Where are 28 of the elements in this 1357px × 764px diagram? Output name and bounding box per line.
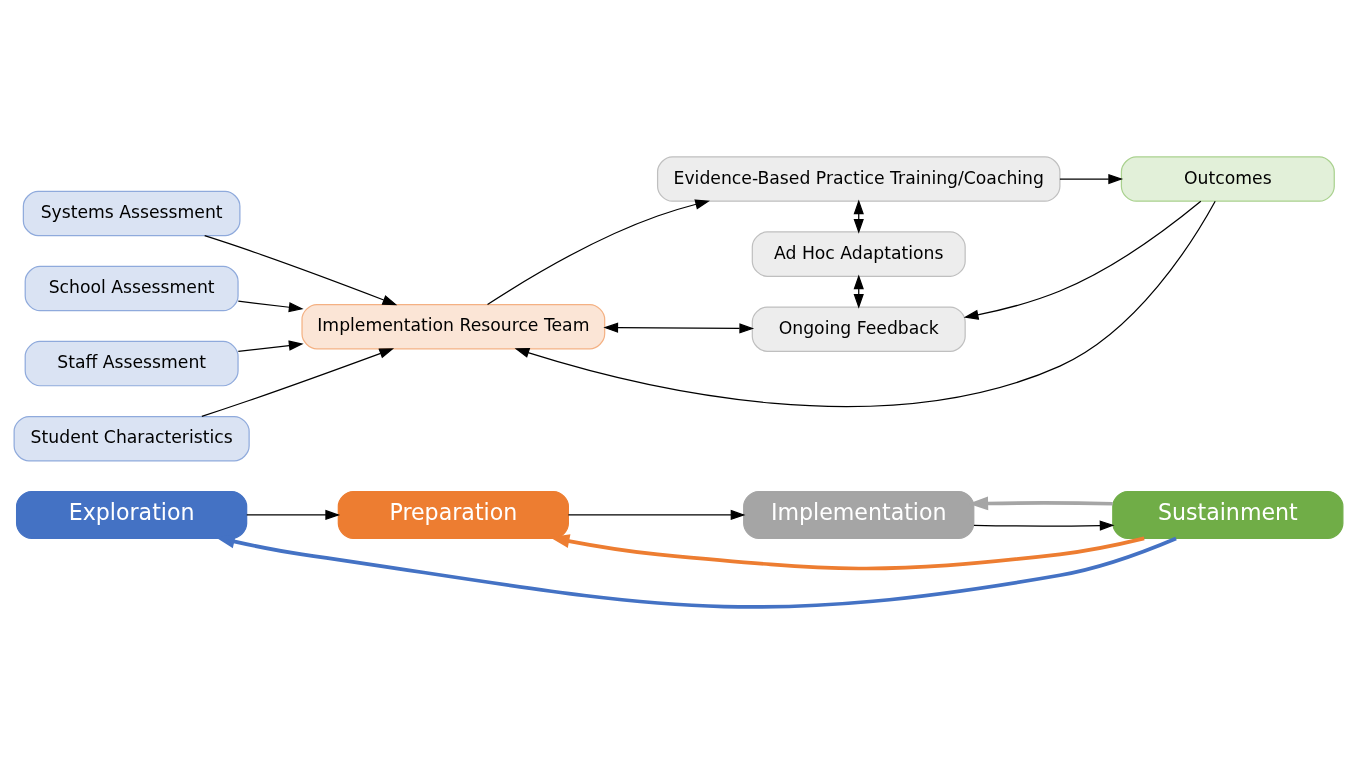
arrow	[215, 534, 1177, 609]
arrow	[853, 199, 864, 234]
arrow	[567, 509, 746, 521]
node-box: Implementation	[743, 490, 975, 539]
node-box: Ad Hoc Adaptations	[751, 231, 966, 277]
arrow	[853, 274, 864, 309]
arrow	[1059, 173, 1124, 185]
node-box: Implementation Resource Team	[301, 303, 606, 350]
node-box: Exploration	[15, 490, 248, 539]
node-box: School Assessment	[24, 265, 239, 312]
node-box: Evidence-Based Practice Training/Coaching	[656, 156, 1061, 202]
node-box: Systems Assessment	[22, 190, 241, 237]
node-box: Preparation	[337, 490, 569, 539]
node-box: Staff Assessment	[24, 340, 239, 387]
node-box: Outcomes	[1120, 156, 1335, 202]
node-box: Sustainment	[1112, 490, 1344, 539]
arrow	[963, 200, 1202, 320]
arrow	[486, 199, 710, 306]
arrow	[603, 322, 755, 334]
node-box: Student Characteristics	[13, 415, 250, 462]
node-box: Ongoing Feedback	[751, 306, 966, 352]
arrow	[246, 509, 341, 521]
arrow	[201, 348, 395, 418]
arrow	[973, 520, 1115, 531]
arrow	[237, 340, 304, 353]
arrow	[237, 300, 304, 313]
arrow	[514, 200, 1216, 407]
arrow	[204, 235, 398, 306]
